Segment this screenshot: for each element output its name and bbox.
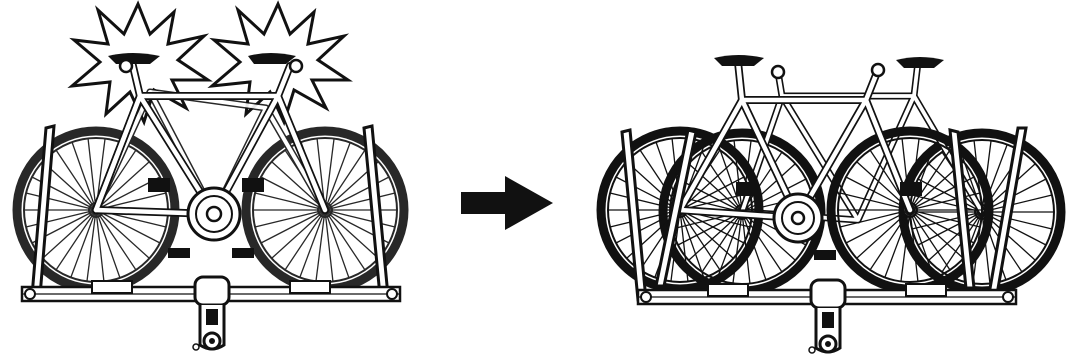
seat (714, 55, 764, 66)
panel-after (601, 55, 1061, 353)
front-bike (601, 55, 989, 289)
rack-base (638, 280, 1016, 353)
rack-base (22, 277, 400, 350)
right-arrow-icon (461, 176, 553, 230)
panel-before (17, 4, 404, 350)
